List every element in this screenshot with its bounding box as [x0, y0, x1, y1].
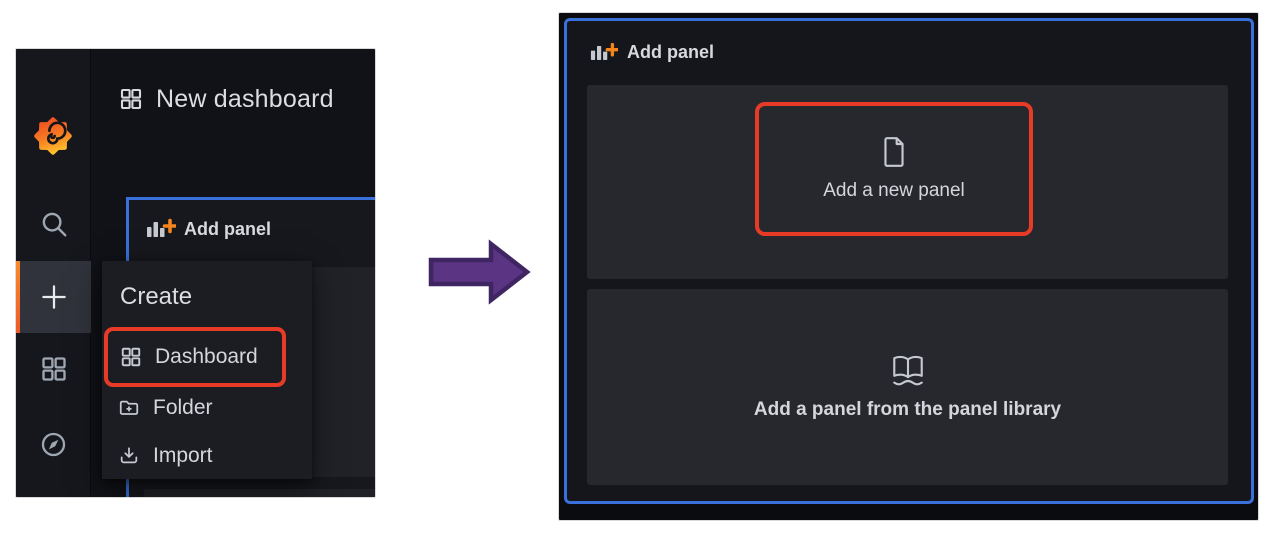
right-screenshot: Add panel Add a new panel: [558, 12, 1259, 521]
import-icon: [118, 445, 140, 467]
menu-item-label: Dashboard: [155, 345, 258, 368]
menu-item-label: Import: [153, 444, 213, 467]
create-menu: Create Dashboard Folder: [102, 261, 312, 479]
create-menu-title: Create: [120, 283, 193, 310]
panel-library-label: Add a panel from the panel library: [753, 399, 1062, 420]
search-icon: [39, 209, 69, 239]
page-title: New dashboard: [156, 85, 334, 113]
add-panel-widget-header[interactable]: Add panel: [590, 42, 714, 63]
book-icon: [889, 353, 927, 387]
flow-arrow-icon: [427, 235, 533, 309]
apps-icon: [40, 355, 68, 383]
menu-item-import[interactable]: Import: [118, 441, 213, 471]
menu-item-label: Folder: [153, 396, 213, 419]
bar-chart-plus-icon: [146, 218, 176, 240]
sidebar-item-search[interactable]: [16, 196, 91, 252]
add-panel-widget-header[interactable]: Add panel: [146, 218, 271, 240]
plus-icon: [39, 282, 69, 312]
sidebar-item-explore[interactable]: [16, 416, 91, 472]
left-screenshot: New dashboard Add panel: [15, 48, 376, 498]
sidebar-item-dashboards[interactable]: [16, 341, 91, 397]
folder-plus-icon: [118, 397, 140, 419]
add-new-panel-area: Add a new panel: [587, 85, 1228, 279]
menu-item-folder[interactable]: Folder: [118, 393, 213, 423]
bar-chart-plus-icon: [590, 42, 618, 63]
add-new-panel-label: Add a new panel: [823, 180, 965, 201]
sidebar: [16, 49, 91, 497]
add-panel-widget: Add panel Add a new panel: [564, 18, 1254, 504]
compass-icon: [39, 430, 68, 459]
menu-item-dashboard[interactable]: Dashboard: [104, 327, 286, 387]
file-icon: [881, 136, 907, 168]
add-panel-widget-title: Add panel: [184, 218, 272, 239]
apps-icon: [119, 87, 143, 111]
add-new-panel-button[interactable]: Add a new panel: [755, 102, 1033, 236]
sidebar-item-create[interactable]: [16, 261, 91, 333]
panel-library-button[interactable]: Add a panel from the panel library: [587, 289, 1228, 485]
grafana-logo[interactable]: [33, 116, 73, 156]
add-panel-widget-title: Add panel: [627, 42, 715, 62]
apps-icon: [120, 346, 142, 368]
panel-library-area[interactable]: [144, 489, 375, 497]
